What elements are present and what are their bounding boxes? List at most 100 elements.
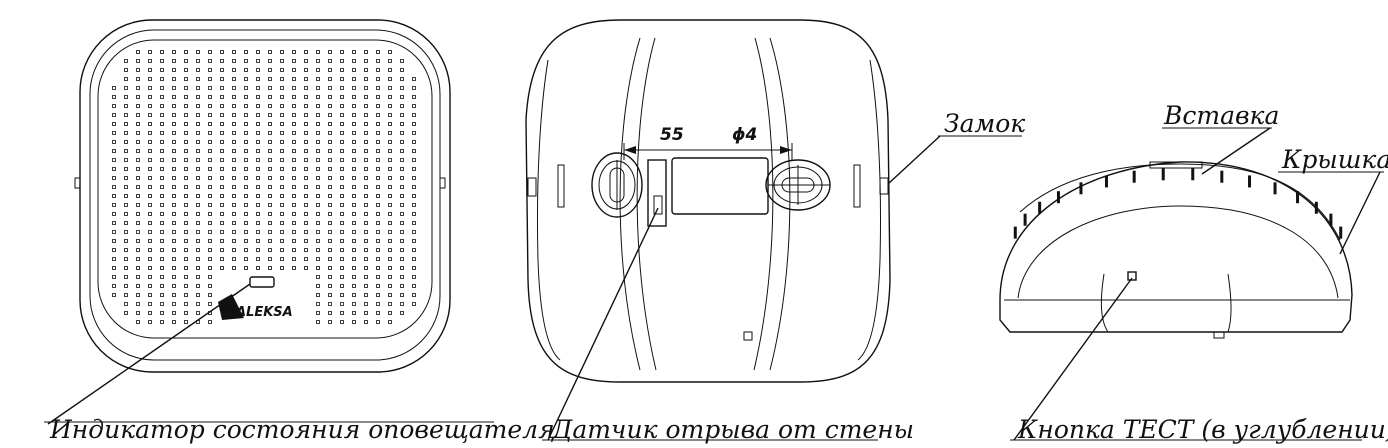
front-grille-frame [97,39,433,339]
grille-hole [388,293,392,297]
grille-hole [376,176,380,180]
grille-hole [268,185,272,189]
dimension-line [623,143,793,160]
grille-hole [304,230,308,234]
grille-hole [196,59,200,63]
grille-hole [292,95,296,99]
grille-hole [232,59,236,63]
grille-hole [364,176,368,180]
grille-hole [268,140,272,144]
grille-hole [340,131,344,135]
grille-hole [184,302,188,306]
grille-hole [256,248,260,252]
grille-hole [352,113,356,117]
grille-hole [256,257,260,261]
grille-hole [244,248,248,252]
grille-hole [304,59,308,63]
grille-hole [136,212,140,216]
grille-hole [196,302,200,306]
grille-hole [136,284,140,288]
grille-hole [220,194,224,198]
grille-hole [376,167,380,171]
grille-hole [364,239,368,243]
grille-hole [364,50,368,54]
grille-hole [208,104,212,108]
grille-hole [292,104,296,108]
grille-hole [148,104,152,108]
grille-hole [208,221,212,225]
grille-hole [112,104,116,108]
grille-hole [244,194,248,198]
grille-hole [184,311,188,315]
grille-hole [124,140,128,144]
grille-hole [148,239,152,243]
grille-hole [388,113,392,117]
grille-hole [340,158,344,162]
grille-hole [292,185,296,189]
grille-hole [268,113,272,117]
rib-right-inner [753,37,774,371]
grille-hole [124,131,128,135]
grille-hole [388,104,392,108]
grille-hole [352,77,356,81]
grille-hole [352,122,356,126]
grille-hole [256,77,260,81]
grille-hole [304,113,308,117]
grille-hole [292,68,296,72]
grille-hole [304,212,308,216]
grille-hole [160,77,164,81]
status-indicator-window [249,276,275,288]
grille-hole [220,149,224,153]
grille-hole [376,131,380,135]
grille-hole [124,167,128,171]
grille-hole [184,77,188,81]
grille-hole [256,68,260,72]
grille-hole [148,230,152,234]
grille-hole [412,122,416,126]
grille-hole [220,230,224,234]
grille-hole [232,158,236,162]
grille-hole [232,248,236,252]
grille-hole [388,122,392,126]
grille-hole [172,221,176,225]
grille-hole [196,266,200,270]
grille-hole [376,122,380,126]
grille-hole [292,176,296,180]
grille-hole [148,68,152,72]
grille-hole [328,140,332,144]
grille-hole [148,185,152,189]
grille-hole [148,221,152,225]
grille-hole [376,77,380,81]
grille-hole [196,239,200,243]
grille-hole [388,131,392,135]
grille-hole [340,50,344,54]
grille-hole [412,203,416,207]
grille-hole [328,293,332,297]
grille-hole [304,158,308,162]
grille-hole [388,167,392,171]
grille-hole [172,176,176,180]
grille-hole [220,59,224,63]
grille-hole [340,293,344,297]
grille-hole [184,104,188,108]
grille-hole [196,167,200,171]
grille-hole [160,185,164,189]
grille-hole [232,77,236,81]
grille-hole [160,95,164,99]
grille-hole [232,113,236,117]
grille-hole [400,59,404,63]
grille-hole [268,131,272,135]
grille-hole [316,86,320,90]
grille-hole [388,239,392,243]
grille-hole [400,140,404,144]
grille-hole [364,266,368,270]
grille-hole [268,167,272,171]
grille-hole [316,122,320,126]
grille-hole [280,230,284,234]
grille-hole [208,320,212,324]
grille-hole [268,212,272,216]
grille-hole [196,86,200,90]
grille-hole [160,131,164,135]
grille-hole [220,257,224,261]
grille-hole [388,77,392,81]
